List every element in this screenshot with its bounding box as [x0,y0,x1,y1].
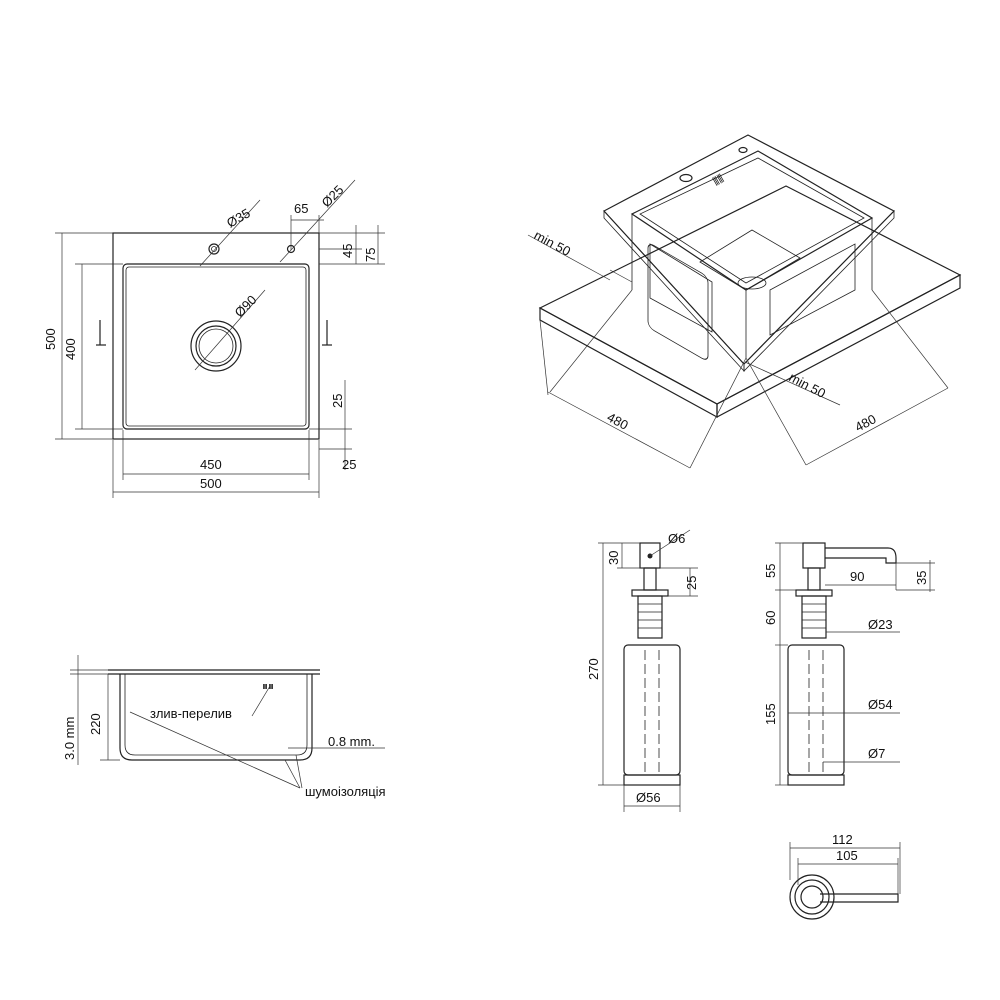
dim-min50-left: min 50 [532,227,574,259]
dim-480-left: 480 [605,409,631,432]
dim-400: 400 [63,338,78,360]
dim-d25: Ø25 [319,182,347,210]
dim-d23: Ø23 [868,617,893,632]
dim-30: 30 [606,551,621,565]
dispenser-top-view: 112 105 [789,832,901,920]
dim-d6: Ø6 [668,531,685,546]
dispenser-base-icon [789,874,835,920]
dim-d56: Ø56 [636,790,661,805]
dim-75: 75 [363,248,378,262]
dim-112: 112 [832,832,853,847]
dim-105: 105 [836,848,858,863]
dim-60: 60 [763,611,778,625]
label-overflow-drain: злив-перелив [150,706,232,721]
dim-500-horizontal: 500 [200,476,222,491]
dim-d7: Ø7 [868,746,885,761]
dim-0-8mm: 0.8 mm. [328,734,375,749]
overflow-icon: ⏸⏸ [262,679,274,693]
dim-d90: Ø90 [232,292,260,320]
dim-220: 220 [88,713,103,735]
dim-25-bottom: 25 [342,457,356,472]
dim-25-right: 25 [330,394,345,408]
dim-min50-right: min 50 [787,369,829,401]
dim-55: 55 [763,564,778,578]
dim-35: 35 [914,571,929,585]
dim-450: 450 [200,457,222,472]
dim-3mm: 3.0 mm [62,717,77,760]
dispenser-side-view: 55 90 35 60 Ø23 155 Ø54 Ø7 [763,542,935,786]
sink-isometric-view: ⫴⫴ min 50 min 50 480 480 [527,134,962,469]
dim-155: 155 [763,703,778,725]
tap-hole-icon [208,243,220,255]
iso-drain-icon [737,276,767,290]
sink-top-view: Ø35 Ø25 65 45 75 Ø90 500 400 25 450 500 … [43,179,385,498]
drain-outer-icon [190,320,242,372]
dim-65: 65 [294,201,308,216]
dim-d54: Ø54 [868,697,893,712]
dim-25-dispenser: 25 [684,576,699,590]
dim-480-right: 480 [852,411,878,434]
dim-270: 270 [586,658,601,680]
dim-d35: Ø35 [224,205,253,230]
dispenser-front-view: Ø6 30 25 270 Ø56 [586,529,699,812]
dim-45: 45 [340,244,355,258]
dim-500-vertical: 500 [43,328,58,350]
sink-section-view: ⏸⏸ 3.0 mm 220 0.8 mm. злив-перелив шумоі… [62,655,386,799]
dim-90: 90 [850,569,864,584]
label-sound-insulation: шумоізоляція [305,784,386,799]
